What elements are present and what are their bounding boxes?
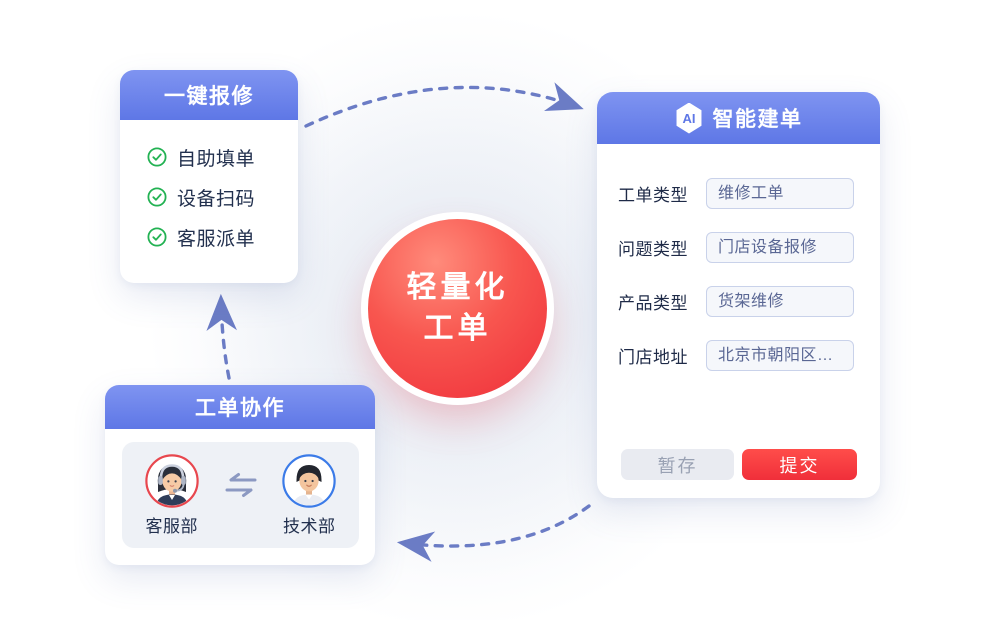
list-item-label: 自助填单 [177,148,256,170]
member-name: 客服部 [145,516,198,536]
ai-badge-label: AI [682,110,696,126]
ai-hexagon-icon: AI [676,102,702,134]
form-row: 门店地址 北京市朝阳区… [618,340,854,371]
form-row: 产品类型 货架维修 [618,286,854,317]
store-address-input[interactable]: 北京市朝阳区… [706,340,854,371]
member-name: 技术部 [283,516,336,536]
collab-card-title: 工单协作 [195,397,285,420]
button-row: 暂存 提交 [621,449,857,480]
form-row: 工单类型 维修工单 [618,178,854,209]
swap-arrows-icon [225,473,256,497]
ai-card-header: AI 智能建单 [597,92,880,144]
list-item: 客服派单 [147,217,298,257]
product-type-input[interactable]: 货架维修 [706,286,854,317]
center-badge: 轻量化 工单 [368,219,547,398]
member-technician: 技术部 [282,453,336,537]
center-badge-line1: 轻量化 [406,271,509,304]
customer-service-avatar [145,453,199,508]
list-item-label: 客服派单 [177,228,256,250]
check-circle-icon [147,187,167,207]
collab-panel: 客服部 [122,442,359,548]
ai-card-title: 智能建单 [712,108,803,131]
list-item-label: 设备扫码 [177,188,256,210]
check-circle-icon [147,147,167,167]
center-badge-line2: 工单 [423,311,492,345]
repair-card-title: 一键报修 [164,85,254,108]
check-circle-icon [147,227,167,247]
collab-card-header: 工单协作 [105,385,375,429]
repair-card-header: 一键报修 [120,70,298,120]
field-label: 工单类型 [618,186,688,205]
draft-button[interactable]: 暂存 [621,449,734,480]
field-label: 门店地址 [618,348,688,367]
list-item: 自助填单 [147,137,298,177]
field-label: 问题类型 [618,240,688,259]
member-customer-service: 客服部 [145,453,199,537]
repair-card-body: 自助填单 设备扫码 客服派单 [120,120,298,257]
technician-avatar [282,453,336,508]
repair-card: 一键报修 自助填单 设备扫码 [120,70,298,283]
collab-card: 工单协作 [105,385,375,565]
issue-type-input[interactable]: 门店设备报修 [706,232,854,263]
form-row: 问题类型 门店设备报修 [618,232,854,263]
ticket-type-input[interactable]: 维修工单 [706,178,854,209]
ai-ticket-card: AI 智能建单 工单类型 维修工单 问题类型 门店设备报修 产品类型 货架维修 … [597,92,880,498]
field-label: 产品类型 [618,294,688,313]
submit-button[interactable]: 提交 [742,449,857,480]
list-item: 设备扫码 [147,177,298,217]
